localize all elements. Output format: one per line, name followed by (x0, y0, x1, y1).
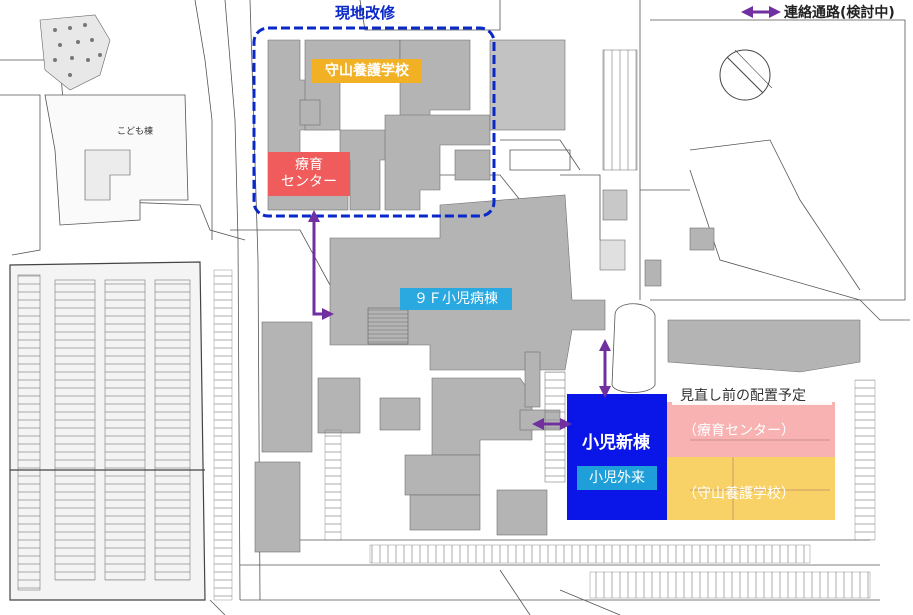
ryoiku-line1: 療育 (295, 157, 323, 174)
helipad (719, 49, 773, 101)
renovation-area-border (252, 26, 496, 218)
ryoiku-line2: センター (281, 174, 337, 190)
kodomo-building (44, 94, 189, 226)
parking-strip-west (213, 269, 233, 601)
parking-lot-west (9, 261, 206, 601)
pediatric-ward-label: ９Ｆ小児病棟 (400, 288, 512, 310)
pre-review-label: 見直し前の配置予定 (680, 388, 806, 404)
pediatric-outpatient-label: 小児外来 (577, 466, 657, 490)
ryoiku-old-label: （療育センター） (683, 423, 795, 439)
new-pediatric-building-label: 小児新棟 (582, 433, 650, 453)
connection-arrows (308, 210, 611, 430)
ryoiku-center-label: 療育 センター (268, 152, 350, 196)
planned-zone-moriyama (667, 457, 835, 520)
moriyama-old-label: （守山養護学校） (683, 486, 795, 502)
pre-review-label-bg (672, 381, 832, 405)
parking-strips-east (324, 49, 876, 599)
roundabout (509, 149, 656, 393)
forest-area (39, 14, 111, 91)
kodomo-building-label: こども棟 (117, 127, 154, 137)
moriyama-school-label: 守山養護学校 (312, 59, 422, 83)
planned-zone-ryoiku (667, 402, 835, 457)
renovation-label: 現地改修 (335, 4, 396, 22)
new-pediatric-building (567, 394, 667, 520)
legend-connection-label: 連絡通路(検討中) (784, 5, 895, 21)
